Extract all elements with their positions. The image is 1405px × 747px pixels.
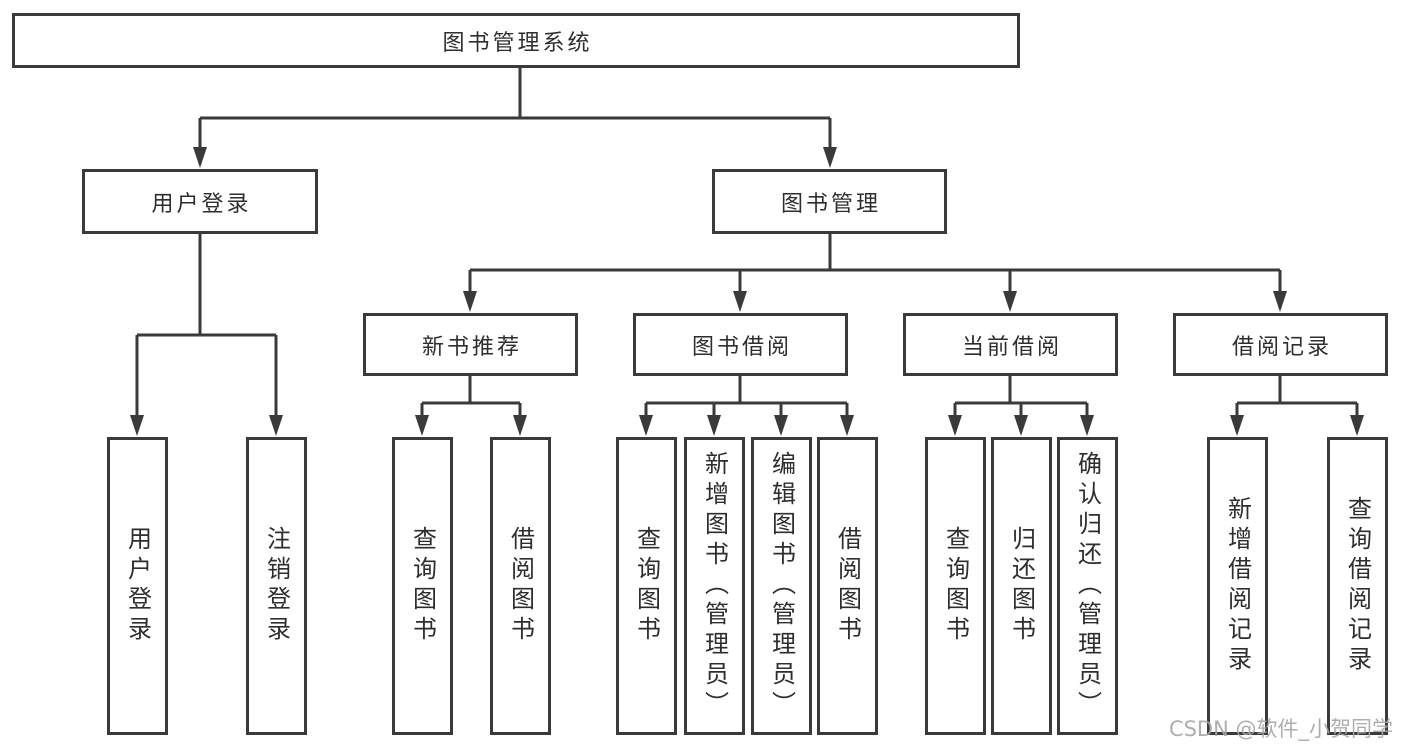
- node-label: 图书借阅: [691, 334, 792, 360]
- arrowheads-level2: [193, 147, 837, 168]
- leaf-query-books-current: 查询图书: [925, 437, 986, 735]
- node-new-book-recommendation: 新书推荐: [363, 313, 578, 376]
- leaf-query-books-borrow: 查询图书: [616, 437, 677, 735]
- leaf-query-books-recommend: 查询图书: [392, 437, 453, 735]
- leaf-label: 编辑图书（管理员）: [767, 451, 796, 721]
- leaf-label: 查询借阅记录: [1343, 496, 1372, 676]
- leaf-label: 注销登录: [262, 526, 291, 646]
- leaf-label: 新增图书（管理员）: [700, 451, 729, 721]
- connector-borrow-records-children: [1235, 376, 1359, 418]
- leaf-add-borrow-record: 新增借阅记录: [1207, 437, 1268, 735]
- leaf-label: 借阅图书: [506, 526, 535, 646]
- connector-user-login-children: [135, 234, 278, 418]
- leaf-query-borrow-record: 查询借阅记录: [1327, 437, 1388, 735]
- leaf-borrow-books: 借阅图书: [817, 437, 878, 735]
- node-label: 用户登录: [151, 191, 252, 217]
- leaf-label: 查询图书: [941, 526, 970, 646]
- node-book-borrowing: 图书借阅: [633, 313, 848, 376]
- node-label: 新书推荐: [421, 334, 522, 360]
- leaf-label: 归还图书: [1007, 526, 1036, 646]
- leaf-return-books: 归还图书: [991, 437, 1052, 735]
- node-library-management-system: 图书管理系统: [12, 13, 1020, 68]
- connector-current-borrow-children: [953, 376, 1089, 418]
- node-user-login: 用户登录: [82, 169, 318, 234]
- arrowheads-level3: [463, 291, 1287, 312]
- node-label: 图书管理: [780, 191, 881, 217]
- node-book-management: 图书管理: [712, 169, 947, 234]
- node-label: 当前借阅: [961, 334, 1062, 360]
- connector-book-management-children: [468, 234, 1282, 294]
- leaf-label: 查询图书: [408, 526, 437, 646]
- csdn-watermark: CSDN @软件_小贺同学: [1168, 717, 1393, 741]
- leaf-label: 用户登录: [123, 526, 152, 646]
- leaf-label: 借阅图书: [833, 526, 862, 646]
- leaf-logout: 注销登录: [246, 437, 307, 735]
- node-label: 图书管理系统: [442, 30, 593, 56]
- node-label: 借阅记录: [1231, 334, 1332, 360]
- arrowheads-user-login-children: [130, 415, 283, 436]
- leaf-borrow-books-recommend: 借阅图书: [490, 437, 551, 735]
- leaf-label: 确认归还（管理员）: [1073, 451, 1102, 721]
- node-borrowing-records: 借阅记录: [1173, 313, 1388, 376]
- connector-root-to-level2: [198, 67, 832, 150]
- leaf-label: 查询图书: [632, 526, 661, 646]
- connector-new-book-children: [420, 376, 522, 418]
- leaf-label: 新增借阅记录: [1223, 496, 1252, 676]
- leaf-add-books-admin: 新增图书（管理员）: [684, 437, 745, 735]
- leaf-confirm-return-admin: 确认归还（管理员）: [1057, 437, 1118, 735]
- node-current-borrowing: 当前借阅: [903, 313, 1118, 376]
- leaf-user-login: 用户登录: [107, 437, 168, 735]
- leaf-edit-books-admin: 编辑图书（管理员）: [751, 437, 812, 735]
- arrowheads-leaves: [415, 415, 1364, 436]
- connector-book-borrow-children: [644, 376, 849, 418]
